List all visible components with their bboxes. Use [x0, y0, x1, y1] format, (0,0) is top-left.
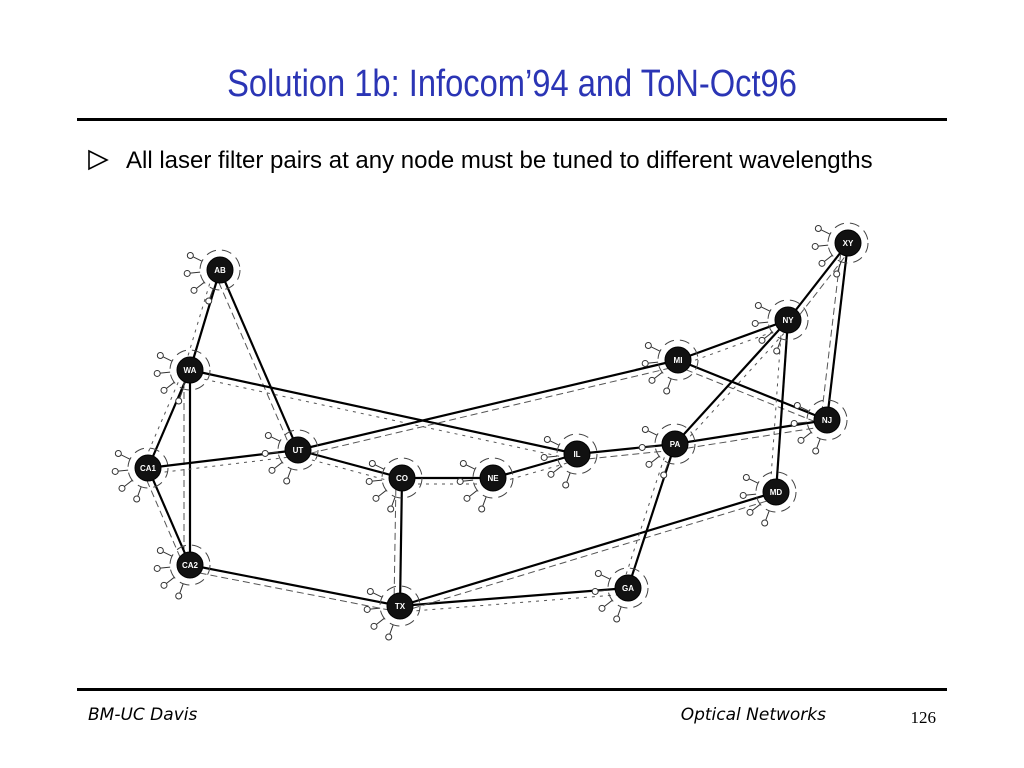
node-nj: NJ: [790, 399, 848, 455]
slide-title: Solution 1b: Infocom’94 and ToN-Oct96: [227, 63, 797, 105]
node-ne: NE: [456, 457, 514, 513]
link-ny-xy: [787, 242, 854, 324]
node-ny: NY: [751, 299, 809, 355]
link-mi-nj: [675, 358, 828, 427]
node-label: WA: [184, 366, 197, 375]
link-wa-ca2: [183, 370, 192, 565]
link-pa-ny: [674, 319, 793, 449]
node-label: NY: [782, 316, 794, 325]
node-label: NE: [487, 474, 499, 483]
link-pa-ga: [621, 441, 677, 589]
node-label: IL: [573, 450, 580, 459]
node-md: MD: [739, 471, 797, 527]
link-ca2-tx: [188, 563, 401, 613]
bullet-text: All laser filter pairs at any node must …: [126, 147, 873, 174]
node-tx: TX: [363, 585, 421, 641]
link-co-ne: [402, 476, 493, 485]
node-label: CO: [396, 474, 408, 483]
node-label: NJ: [822, 416, 832, 425]
node-xy: XY: [811, 222, 869, 278]
link-wa-il: [188, 368, 578, 461]
node-label: UT: [293, 446, 304, 455]
node-label: GA: [622, 584, 634, 593]
node-wa: WA: [153, 349, 211, 405]
footer-author: BM-UC Davis: [88, 705, 198, 725]
node-ab: AB: [183, 249, 241, 305]
link-ut-co: [296, 448, 403, 485]
link-ny-md: [769, 319, 790, 493]
network-links: [142, 242, 854, 613]
node-ca2: CA2: [153, 544, 211, 600]
node-co: CO: [365, 457, 423, 513]
node-label: MI: [674, 356, 683, 365]
link-xy-nj: [820, 242, 850, 421]
node-label: CA1: [140, 464, 157, 473]
node-label: XY: [843, 239, 854, 248]
node-ut: UT: [261, 429, 319, 485]
footer-divider: [77, 688, 947, 691]
footer-course: Optical Networks: [680, 705, 826, 725]
link-ca1-ca2: [142, 467, 192, 568]
node-label: PA: [670, 440, 681, 449]
link-tx-ga: [399, 586, 629, 613]
triangle-bullet-icon: [88, 149, 109, 171]
title-divider: [77, 118, 947, 121]
link-ca1-ut: [147, 448, 299, 475]
link-co-tx: [393, 477, 404, 607]
link-ut-mi: [297, 358, 680, 457]
node-mi: MI: [641, 339, 699, 395]
link-pa-nj: [674, 418, 829, 451]
page-number: 126: [910, 708, 937, 727]
node-label: TX: [395, 602, 406, 611]
link-ne-il: [492, 452, 579, 485]
node-ca1: CA1: [111, 447, 169, 503]
node-label: CA2: [182, 561, 199, 570]
node-label: MD: [770, 488, 783, 497]
node-ga: GA: [591, 567, 649, 623]
link-wa-ca1: [142, 367, 192, 469]
link-ab-wa: [183, 268, 222, 371]
link-tx-md: [399, 490, 778, 613]
link-il-pa: [576, 442, 676, 461]
link-mi-ny: [677, 318, 791, 367]
node-il: IL: [540, 433, 598, 489]
link-ab-ut: [214, 269, 300, 453]
node-label: AB: [214, 266, 226, 275]
node-pa: PA: [638, 423, 696, 479]
